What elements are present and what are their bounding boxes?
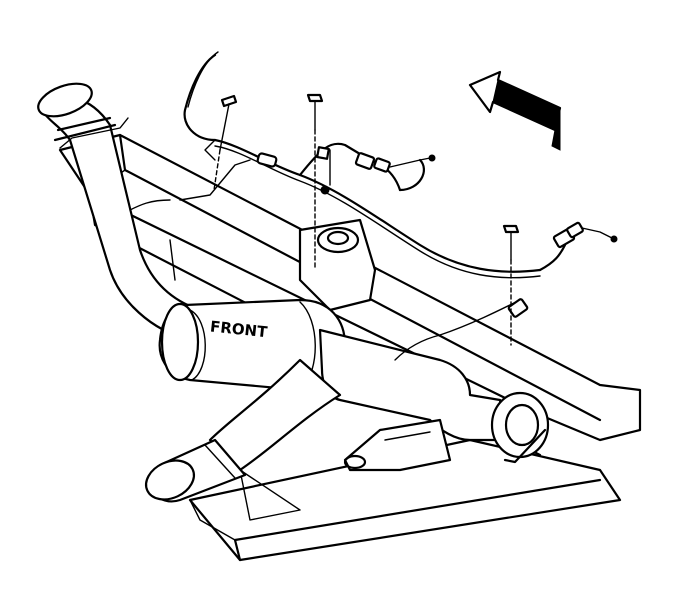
forward-arrow-icon: [468, 70, 562, 151]
fasteners: [213, 93, 520, 346]
lower-frame-sill: [188, 438, 622, 562]
bolt-4: [320, 149, 331, 195]
converter-front-stamp: FRONT: [209, 317, 269, 341]
hanger-bracket: [343, 418, 452, 472]
bolt-3: [502, 224, 520, 346]
harness-connectors: [256, 146, 618, 318]
bolt-2: [306, 93, 324, 271]
bolt-1: [213, 94, 238, 191]
tail-pipe: [144, 438, 247, 503]
cross-member: [298, 218, 377, 312]
